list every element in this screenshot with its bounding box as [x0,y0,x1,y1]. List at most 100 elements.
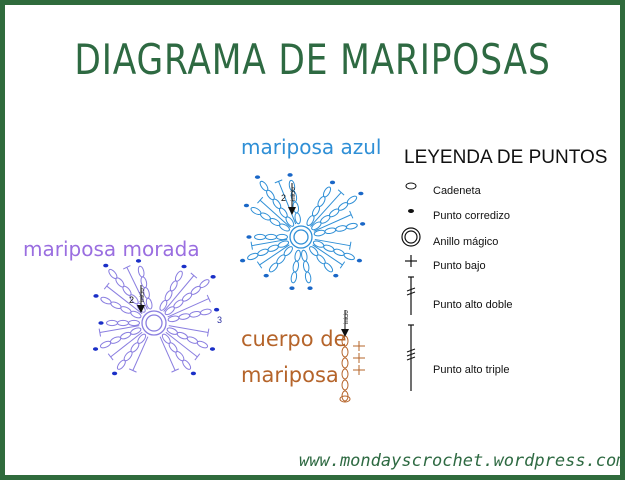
diagram-frame: DIAGRAMA DE MARIPOSAS mariposa azul mari… [5,5,625,475]
legend-title: LEYENDA DE PUNTOS [404,147,608,168]
double-treble-slash1 [406,287,416,292]
slip-stitch [287,173,293,177]
stitch-top-bar [339,261,346,269]
stitch-top-bar [171,368,180,373]
chain-stitch [247,252,259,261]
slip-stitch [329,180,336,185]
chain-stitch [128,319,140,327]
body-chain-stitch [341,390,349,402]
double-treble-slash2 [406,291,416,296]
chain-stitch [109,336,122,344]
chain-stitch [343,252,355,261]
blue-start-text: inicio [291,187,297,201]
tall-stitch [159,336,176,371]
slip-stitch [190,371,197,376]
chain-stitch [174,270,183,282]
slip-stitch [92,347,99,351]
chain-stitch [333,248,345,257]
stitch-top-bar [123,265,131,270]
legend-item-punto-corredizo: Punto corredizo [433,210,511,222]
legend-item-punto-bajo: Punto bajo [433,260,486,272]
blue-start-marker: inicio 2 [281,183,297,215]
chain-stitch [120,306,132,314]
chain-stitch [189,310,201,318]
stitch-top-bar [206,328,210,337]
slip-stitch [111,371,118,376]
body-start-marker: inicio [341,310,350,337]
footer-url: www.mondayscrochet.wordpress.com [299,451,625,471]
chain-stitch [323,244,335,252]
chain-stitch [108,268,118,280]
chain-stitch [290,271,298,284]
body-start-text: inicio [344,310,350,324]
chain-stitch [137,265,145,278]
tall-stitch [99,325,140,334]
stitch-top-bar [337,189,345,196]
purple-butterfly-diagram [92,259,220,376]
magic-ring-inner [145,314,163,332]
tall-stitch [168,325,209,334]
tall-stitch [126,267,148,310]
slip-stitch [239,258,246,263]
slip-stitch [103,263,109,268]
tall-stitch [312,244,343,266]
stitch-top-bar [128,368,137,373]
chain-stitch [259,180,269,192]
chain-stitch [302,260,310,273]
tall-stitch [251,238,288,247]
chain-stitch [276,233,288,241]
chain-stitch-symbol [405,182,417,190]
label-mariposa-morada: mariposa morada [23,237,200,261]
tall-stitch [309,192,342,227]
slip-stitch [356,258,363,263]
tall-stitch [132,336,149,371]
stitch-top-bar [257,196,264,204]
slip-stitch [289,286,295,291]
chain-stitch [116,359,126,370]
slip-stitch [93,294,99,298]
slip-stitch [358,191,364,196]
stitch-top-bar [349,241,352,250]
purple-round-number-3: 3 [217,315,222,325]
page-title: DIAGRAMA DE MARIPOSAS [74,35,551,84]
tall-stitch [110,331,143,358]
tall-stitch [259,199,291,229]
tall-stitch [314,238,351,247]
tall-stitch [106,285,143,315]
slip-stitch [246,235,252,239]
label-mariposa-azul: mariposa azul [241,135,382,159]
label-cuerpo-line2: mariposa [241,363,339,387]
body-chain-stitch [339,395,351,403]
chain-stitch [196,340,209,349]
chain-stitch [130,310,142,319]
chain-stitch [110,301,122,310]
chain-stitch [304,271,312,284]
legend-item-anillo-magico: Anillo mágico [433,236,499,248]
stitch-top-bar [107,353,114,361]
slip-stitch-symbol [408,209,414,213]
magic-ring-inner [293,229,309,245]
slip-stitch [209,347,216,351]
body-chain-stitch [341,357,349,369]
body-chain-stitch [341,368,349,380]
chain-stitch [323,262,334,273]
stitch-top-bar [349,210,354,219]
chain-stitch [176,331,188,340]
chain-stitch [100,296,112,305]
stitch-top-bar [256,261,263,269]
magic-ring-outer [141,310,167,336]
stitch-top-bar [250,241,253,250]
chain-stitch [106,319,118,327]
legend-item-cadeneta: Cadeneta [433,185,481,197]
triple-treble-slash2 [406,352,416,357]
chain-stitch [324,227,337,235]
chain-stitch [267,244,279,252]
stitch-top-bar [194,353,201,361]
slip-stitch [360,222,366,226]
slip-stitch [98,321,104,325]
chain-stitch [335,225,348,232]
magic-ring-inner-symbol [404,230,418,244]
blue-round-number: 2 [281,193,286,203]
chain-stitch [345,222,358,230]
chain-stitch [294,249,301,262]
